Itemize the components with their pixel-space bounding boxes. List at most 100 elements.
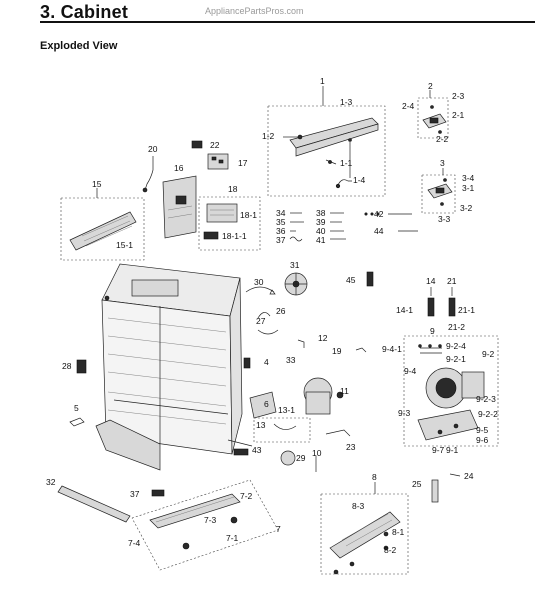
callout-27: 27 <box>256 316 266 326</box>
callout-2-1: 2-1 <box>452 110 465 120</box>
part-group-8 <box>320 482 409 575</box>
section-title: 3. Cabinet <box>40 2 129 22</box>
callout-1-4: 1-4 <box>353 175 366 185</box>
callout-23: 23 <box>346 442 356 452</box>
callout-37: 37 <box>130 489 140 499</box>
callout-9-2-2: 9-2-2 <box>478 409 498 419</box>
callout-33: 33 <box>286 355 296 365</box>
callout-39: 39 <box>316 217 326 227</box>
part-group-32 <box>57 485 131 523</box>
callout-32: 32 <box>46 477 56 487</box>
callout-9-6: 9-6 <box>476 435 489 445</box>
callout-9-2: 9-2 <box>482 349 495 359</box>
callout-16: 16 <box>174 163 184 173</box>
callout-28: 28 <box>62 361 72 371</box>
callout-21-2: 21-2 <box>448 322 465 332</box>
part-group-center-lower <box>233 339 367 472</box>
part-group-left-small <box>69 312 279 427</box>
callout-8-2-top: 8-2 <box>384 545 397 555</box>
callout-4: 4 <box>264 357 269 367</box>
callout-2: 2 <box>428 81 433 91</box>
part-group-fan <box>245 271 374 296</box>
part-group-24-25 <box>431 473 461 503</box>
callout-5: 5 <box>74 403 79 413</box>
callout-36: 36 <box>276 226 286 236</box>
callout-18-1-1: 18-1-1 <box>222 231 247 241</box>
callout-44: 44 <box>374 226 384 236</box>
callout-2-2: 2-2 <box>436 134 449 144</box>
callout-6: 6 <box>264 399 269 409</box>
callout-12: 12 <box>318 333 328 343</box>
part-group-9-compressor <box>403 335 499 447</box>
callout-9-2-4: 9-2-4 <box>446 341 466 351</box>
callout-13-1: 13-1 <box>278 405 295 415</box>
callout-22: 22 <box>210 140 220 150</box>
callout-7-3-top: 7-3 <box>204 515 217 525</box>
part-group-wiring <box>142 140 229 239</box>
callout-3-3: 3-3 <box>438 214 451 224</box>
part-group-14-21 <box>427 287 456 317</box>
callout-43: 43 <box>252 445 262 455</box>
callout-41: 41 <box>316 235 326 245</box>
callout-11: 11 <box>340 386 349 396</box>
callout-24: 24 <box>464 471 474 481</box>
page-header: 3. Cabinet AppliancePartsPros.com <box>0 0 547 24</box>
callout-9: 9 <box>430 326 435 336</box>
callout-7-4: 7-4 <box>128 538 141 548</box>
callout-17: 17 <box>238 158 248 168</box>
part-group-3 <box>421 168 456 214</box>
callout-26: 26 <box>276 306 286 316</box>
part-group-18 <box>198 196 261 251</box>
callout-38: 38 <box>316 208 326 218</box>
callout-2-4: 2-4 <box>402 101 415 111</box>
callout-3-2: 3-2 <box>460 203 473 213</box>
callout-14: 14 <box>426 276 436 286</box>
callout-3-4: 3-4 <box>462 173 475 183</box>
callout-3: 3 <box>440 158 445 168</box>
callout-3-1: 3-1 <box>462 183 475 193</box>
part-group-hardware <box>289 212 418 242</box>
callout-18: 18 <box>228 184 238 194</box>
callout-25: 25 <box>412 479 422 489</box>
callout-37-hw: 37 <box>276 235 286 245</box>
callout-7-2-top: 7-2 <box>240 491 253 501</box>
callout-9-5: 9-5 <box>476 425 489 435</box>
callout-19: 19 <box>332 346 342 356</box>
callout-21-1: 21-1 <box>458 305 475 315</box>
callout-9-2-1: 9-2-1 <box>446 354 466 364</box>
part-group-7 <box>131 479 279 571</box>
callout-21: 21 <box>447 276 457 286</box>
callout-9-1: 9-1 <box>446 445 459 455</box>
callout-31: 31 <box>290 260 300 270</box>
callout-42: 42 <box>374 209 384 219</box>
callout-7: 7 <box>276 524 281 534</box>
callout-34: 34 <box>276 208 286 218</box>
callout-1-2: 1-2 <box>262 131 275 141</box>
callout-9-3: 9-3 <box>398 408 411 418</box>
callout-8: 8 <box>372 472 377 482</box>
part-group-15 <box>60 188 145 261</box>
callout-9-4-1: 9-4-1 <box>382 344 402 354</box>
callout-35: 35 <box>276 217 286 227</box>
callout-8-1-top: 8-1 <box>392 527 405 537</box>
exploded-view-subtitle: Exploded View <box>40 40 118 52</box>
callout-9-4: 9-4 <box>404 366 417 376</box>
callout-15: 15 <box>92 179 102 189</box>
refrigerator-cabinet <box>95 263 253 471</box>
callout-20: 20 <box>148 144 158 154</box>
callout-15-1: 15-1 <box>116 240 133 250</box>
callout-1-3: 1-3 <box>340 97 353 107</box>
callout-10: 10 <box>312 448 322 458</box>
callout-9-7: 9-7 <box>432 445 445 455</box>
watermark: AppliancePartsPros.com <box>205 6 304 16</box>
callout-7-1-top: 7-1 <box>226 533 239 543</box>
part-group-2 <box>417 90 449 139</box>
callout-2-3: 2-3 <box>452 91 465 101</box>
callout-45: 45 <box>346 275 356 285</box>
callout-18-1: 18-1 <box>240 210 257 220</box>
callout-13: 13 <box>256 420 266 430</box>
callout-40: 40 <box>316 226 326 236</box>
callout-1-1: 1-1 <box>340 158 353 168</box>
callout-30: 30 <box>254 277 264 287</box>
